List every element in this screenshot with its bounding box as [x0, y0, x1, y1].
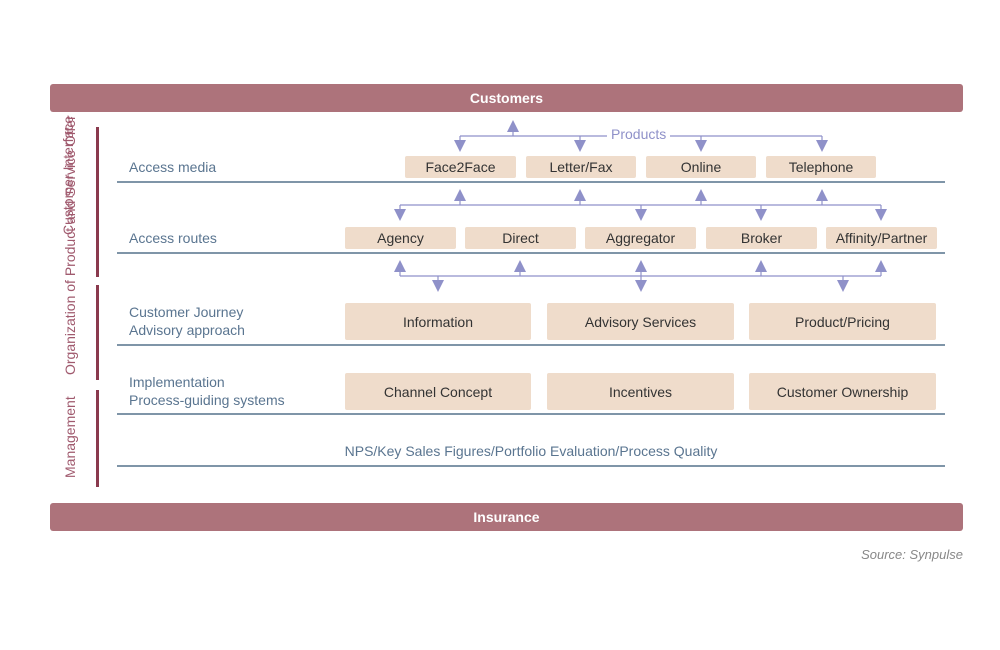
divider-line: [117, 181, 945, 183]
impl-box-customer-ownership: Customer Ownership: [749, 373, 936, 410]
customers-label: Customers: [469, 90, 544, 106]
access-routes-label: Access routes: [129, 230, 217, 246]
customer-journey-label: Customer Journey Advisory approach: [129, 304, 245, 338]
divider-line: [117, 344, 945, 346]
divider-line: [117, 465, 945, 467]
media-box-letter-fax: Letter/Fax: [526, 156, 636, 178]
media-box-face2face: Face2Face: [405, 156, 516, 178]
route-box-aggregator: Aggregator: [585, 227, 696, 249]
journey-box-advisory-services: Advisory Services: [547, 303, 734, 340]
kpi-text: NPS/Key Sales Figures/Portfolio Evaluati…: [344, 443, 718, 459]
implementation-label: Implementation Process-guiding systems: [129, 374, 285, 408]
customer-interface-bar: [96, 127, 99, 277]
journey-box-product-pricing: Product/Pricing: [749, 303, 936, 340]
divider-line: [117, 252, 945, 254]
route-box-agency: Agency: [345, 227, 456, 249]
divider-line: [117, 413, 945, 415]
media-box-telephone: Telephone: [766, 156, 876, 178]
management-bar: [96, 390, 99, 487]
insurance-label: Insurance: [473, 509, 540, 525]
route-box-direct: Direct: [465, 227, 576, 249]
access-media-label: Access media: [129, 159, 217, 175]
customers-band: Customers: [50, 84, 963, 112]
source-caption: Source: Synpulse: [861, 547, 963, 562]
insurance-band: Insurance: [50, 503, 963, 531]
route-box-affinity-partner: Affinity/Partner: [826, 227, 937, 249]
route-box-broker: Broker: [706, 227, 817, 249]
products-label: Products: [607, 126, 671, 142]
impl-box-channel-concept: Channel Concept: [345, 373, 531, 410]
impl-box-incentives: Incentives: [547, 373, 734, 410]
media-box-online: Online: [646, 156, 756, 178]
journey-box-information: Information: [345, 303, 531, 340]
organization-bar: [96, 285, 99, 380]
